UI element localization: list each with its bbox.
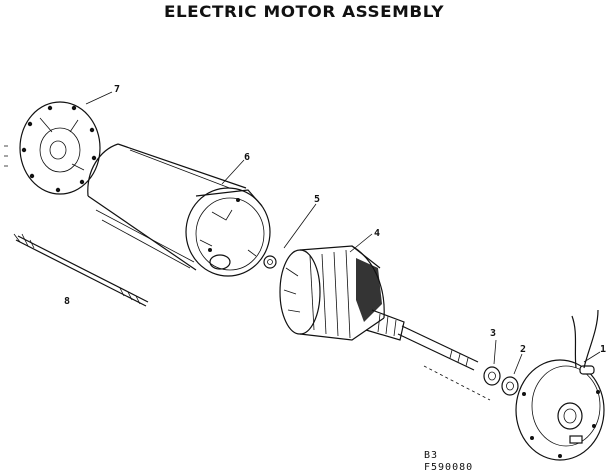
- end-plate-icon: [4, 101, 101, 195]
- diagram-title: ELECTRIC MOTOR ASSEMBLY: [163, 2, 445, 21]
- alignment-line: [423, 365, 491, 401]
- reference-line-1: B3: [424, 450, 438, 461]
- callout-leader-5: [283, 203, 317, 249]
- reference-line-2: F590080: [424, 462, 473, 473]
- armature-icon: [279, 245, 479, 371]
- callout-leader-4: [349, 233, 373, 253]
- callout-leader-1: [583, 351, 601, 363]
- washer-icon: [501, 376, 519, 396]
- callout-7: 7: [114, 84, 120, 95]
- motor-housing-icon: [87, 143, 271, 277]
- callout-3: 3: [490, 328, 496, 339]
- through-bolt-icon: [13, 233, 149, 307]
- callout-8: 8: [64, 296, 70, 307]
- small-washer-icon: [263, 255, 277, 269]
- callout-leader-6: [221, 159, 245, 185]
- callout-leader-2: [513, 353, 523, 375]
- callout-4: 4: [374, 228, 380, 239]
- callout-2: 2: [520, 344, 526, 355]
- callout-5: 5: [314, 194, 320, 205]
- end-bell-icon: [515, 309, 605, 461]
- callout-1: 1: [600, 344, 606, 355]
- callout-6: 6: [244, 152, 250, 163]
- callout-leader-7: [85, 91, 113, 105]
- bearing-washer-icon: [483, 366, 501, 386]
- callout-leader-3: [493, 339, 497, 365]
